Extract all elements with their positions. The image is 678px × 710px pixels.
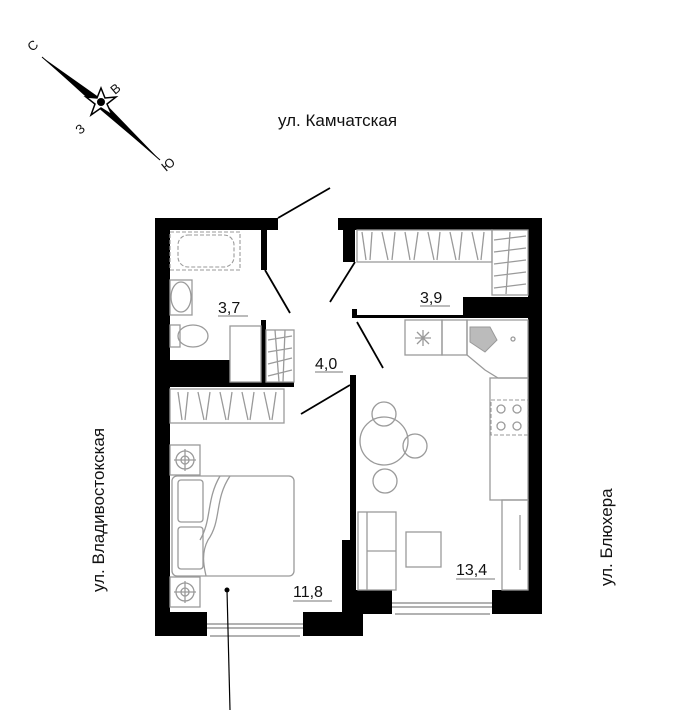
coffee-table-icon (405, 531, 442, 568)
street-right-label: ул. Блюхера (597, 488, 616, 586)
kitchen-area-label: 13,4 (456, 562, 487, 579)
compass-south-label: Ю (158, 154, 178, 174)
street-top-label: ул. Камчатская (278, 111, 397, 130)
bedroom-area-label: 11,8 (293, 584, 323, 601)
storage-door (329, 261, 356, 303)
dining-table-icon (359, 401, 428, 494)
compass-west-label: З (72, 121, 88, 138)
bedroom-wardrobe-icon (169, 388, 285, 424)
compass-north-label: С (24, 37, 41, 55)
bathroom-door (264, 269, 291, 314)
nightstand-bottom-icon (169, 576, 201, 608)
compass-rose: С В З Ю (24, 37, 178, 175)
bedroom-window (207, 623, 303, 637)
nightstand-top-icon (169, 444, 201, 476)
bathroom-area-label: 3,7 (218, 300, 240, 317)
street-left-label: ул. Владивостокская (89, 428, 108, 592)
bed-icon (171, 475, 295, 577)
walls (155, 218, 542, 636)
storage-area-label: 3,9 (420, 290, 442, 307)
entrance-door (277, 187, 331, 219)
compass-east-label: В (107, 80, 123, 97)
washing-machine-icon (229, 325, 262, 383)
bathtub-icon (169, 231, 241, 271)
hall-area-label: 4,0 (315, 356, 337, 373)
toilet-icon (169, 324, 209, 348)
storage-shelves-icon (356, 229, 529, 296)
sink-icon (169, 279, 193, 316)
fridge-icon (501, 499, 529, 591)
kitchen-window (392, 602, 492, 615)
hall-wardrobe-icon (265, 329, 295, 383)
pointer-line (224, 587, 231, 710)
kitchen-counter-icon (404, 319, 529, 501)
sofa-icon (357, 511, 397, 591)
kitchen-door (356, 321, 384, 369)
stove-icon (490, 399, 529, 436)
bedroom-door (300, 384, 351, 415)
